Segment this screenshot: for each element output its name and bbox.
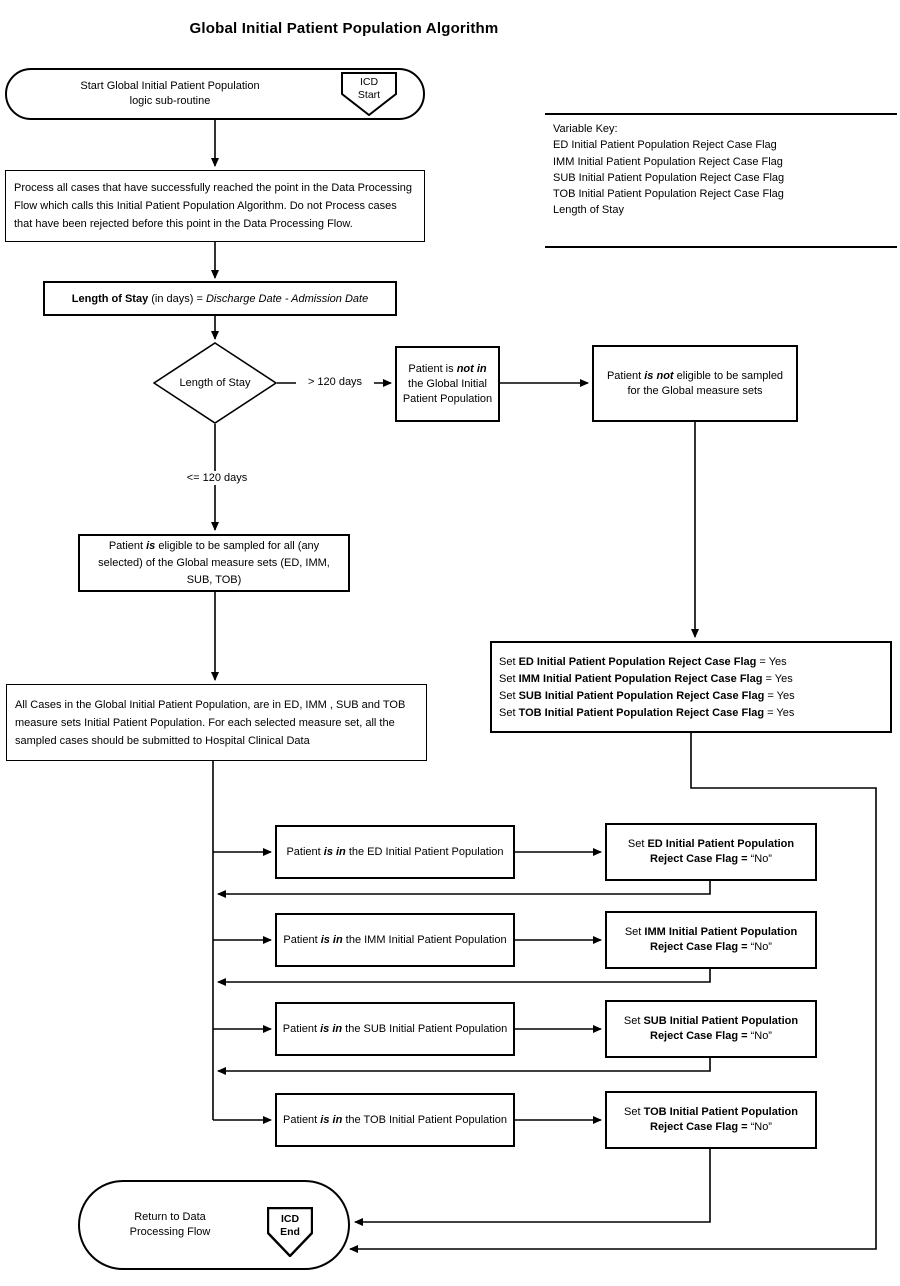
- length-of-stay-decision: Length of Stay: [153, 342, 277, 424]
- all-cases-box: All Cases in the Global Initial Patient …: [6, 684, 427, 761]
- set-tob-flag-no-box: Set TOB Initial Patient Population Rejec…: [605, 1091, 817, 1149]
- in-tob-population-box: Patient is in the TOB Initial Patient Po…: [275, 1093, 515, 1147]
- not-eligible-box: Patient is not eligible to be sampled fo…: [592, 345, 798, 422]
- in-ed-population-box: Patient is in the ED Initial Patient Pop…: [275, 825, 515, 879]
- in-sub-population-box: Patient is in the SUB Initial Patient Po…: [275, 1002, 515, 1056]
- set-yes-line: Set IMM Initial Patient Population Rejec…: [499, 673, 793, 685]
- all-cases-box-text: All Cases in the Global Initial Patient …: [15, 698, 406, 747]
- los-formula-text: Length of Stay (in days) = Discharge Dat…: [71, 292, 369, 305]
- variable-key: Variable Key: ED Initial Patient Populat…: [553, 121, 897, 219]
- variable-key-item: ED Initial Patient Population Reject Cas…: [553, 139, 777, 152]
- variable-key-item: IMM Initial Patient Population Reject Ca…: [553, 155, 783, 168]
- page-title: Global Initial Patient Population Algori…: [189, 20, 499, 37]
- eligible-box: Patient is eligible to be sampled for al…: [78, 534, 350, 592]
- process-box: Process all cases that have successfully…: [5, 170, 425, 242]
- set-ed-flag-no-box: Set ED Initial Patient Population Reject…: [605, 823, 817, 881]
- in-imm-population-box: Patient is in the IMM Initial Patient Po…: [275, 913, 515, 967]
- variable-key-top-rule: [545, 113, 897, 115]
- variable-key-item: SUB Initial Patient Population Reject Ca…: [553, 171, 785, 184]
- set-imm-flag-no-box: Set IMM Initial Patient Population Rejec…: [605, 911, 817, 969]
- process-box-text: Process all cases that have successfully…: [14, 182, 413, 230]
- set-yes-line: Set SUB Initial Patient Population Rejec…: [499, 690, 795, 702]
- variable-key-bottom-rule: [545, 246, 897, 248]
- not-in-population-box: Patient is not in the Global Initial Pat…: [395, 346, 500, 422]
- variable-key-item: TOB Initial Patient Population Reject Ca…: [553, 188, 784, 201]
- set-yes-line: Set TOB Initial Patient Population Rejec…: [499, 707, 795, 719]
- set-yes-line: Set ED Initial Patient Population Reject…: [499, 656, 787, 668]
- set-sub-flag-no-box: Set SUB Initial Patient Population Rejec…: [605, 1000, 817, 1058]
- variable-key-title: Variable Key:: [553, 123, 618, 135]
- los-formula-box: Length of Stay (in days) = Discharge Dat…: [43, 281, 397, 316]
- variable-key-item: Length of Stay: [553, 204, 624, 217]
- set-flags-yes-box: Set ED Initial Patient Population Reject…: [490, 641, 892, 733]
- decision-label: Length of Stay: [179, 377, 251, 389]
- branch-label-lte-120-days: <= 120 days: [176, 471, 258, 485]
- branch-label-gt-120-days: > 120 days: [296, 375, 374, 389]
